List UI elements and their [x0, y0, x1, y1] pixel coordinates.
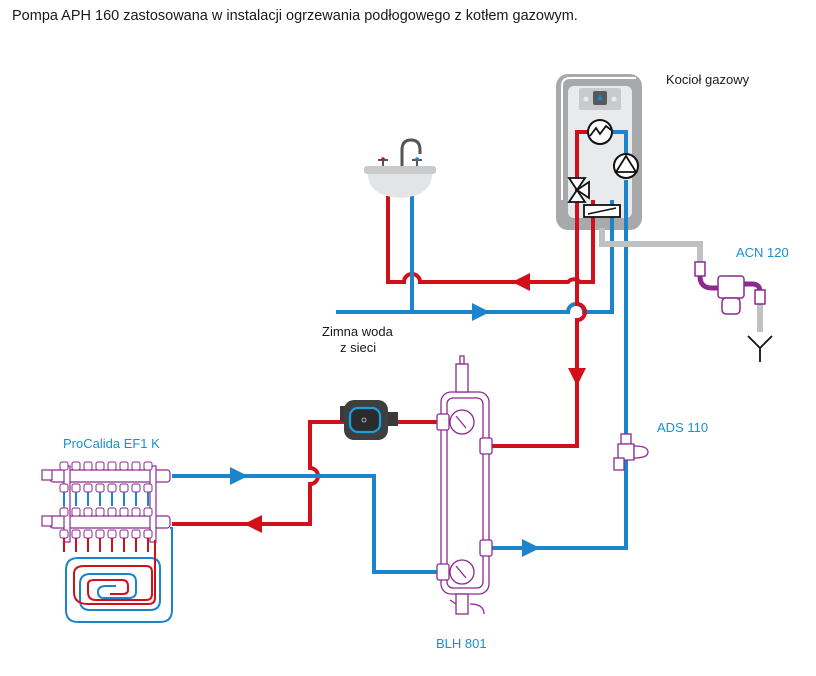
- washbasin-icon: [364, 138, 436, 198]
- manifold-valve: [119, 529, 129, 539]
- boiler-supply-arrow: [568, 368, 586, 386]
- circulation-pump-icon: [340, 400, 398, 440]
- manifold-valve: [143, 483, 153, 493]
- manifold-icon: [41, 465, 171, 543]
- neutralizer-icon: [694, 261, 766, 315]
- floor-return-pipe: [172, 474, 440, 574]
- manifold-valve: [83, 461, 93, 471]
- manifold-valve: [83, 529, 93, 539]
- manifold-valve: [59, 461, 69, 471]
- drain-icon: [747, 335, 773, 362]
- boiler-pump-icon: [613, 153, 639, 179]
- manifold-valve: [107, 461, 117, 471]
- manifold-valve: [107, 529, 117, 539]
- manifold-valve: [71, 507, 81, 517]
- manifold-valve: [59, 483, 69, 493]
- manifold-valve: [59, 507, 69, 517]
- mains-cold-arrow: [472, 303, 490, 321]
- condensate-pipe: [599, 228, 703, 268]
- manifold-valve: [71, 529, 81, 539]
- manifold-valve: [95, 483, 105, 493]
- manifold-valve: [143, 529, 153, 539]
- manifold-valve: [131, 507, 141, 517]
- boiler-supply-pipe: [490, 250, 587, 448]
- label-boiler: Kocioł gazowy: [666, 72, 750, 87]
- diagram-title: Pompa APH 160 zastosowana w instalacji o…: [12, 8, 578, 24]
- manifold-valve: [59, 529, 69, 539]
- manifold-valve: [119, 483, 129, 493]
- boiler-return-pipe: [490, 250, 628, 550]
- boiler-return-arrow: [522, 539, 540, 557]
- label-cold-water-2: z sieci: [340, 340, 377, 355]
- label-acn: ACN 120: [736, 245, 789, 260]
- manifold-valve: [83, 483, 93, 493]
- manifold-valve: [95, 507, 105, 517]
- label-ads: ADS 110: [657, 420, 709, 435]
- manifold-valve: [107, 483, 117, 493]
- label-manifold: ProCalida EF1 K: [63, 436, 160, 451]
- dirt-separator-icon: [613, 433, 649, 471]
- label-cold-water-1: Zimna woda: [322, 324, 393, 339]
- manifold-valves: [59, 461, 153, 552]
- manifold-valve: [107, 507, 117, 517]
- manifold-valve: [71, 461, 81, 471]
- manifold-valve: [131, 461, 141, 471]
- plate-exchanger-icon: [583, 204, 621, 218]
- floor-supply-pipe: [172, 420, 440, 526]
- three-way-valve-icon: [567, 177, 590, 203]
- manifold-valve: [143, 461, 153, 471]
- manifold-valve: [119, 461, 129, 471]
- manifold-valve: [95, 529, 105, 539]
- manifold-valve: [119, 507, 129, 517]
- manifold-valve: [95, 461, 105, 471]
- manifold-valve: [131, 483, 141, 493]
- heat-exchanger-icon: [587, 119, 613, 145]
- hydraulic-separator-icon: [436, 355, 493, 615]
- dhw-hot-arrow: [512, 273, 530, 291]
- manifold-valve: [143, 507, 153, 517]
- floor-return-arrow: [230, 467, 248, 485]
- manifold-valve: [83, 507, 93, 517]
- manifold-valve: [71, 483, 81, 493]
- floor-heating-coil-icon: [65, 527, 173, 623]
- label-blh: BLH 801: [436, 636, 487, 651]
- manifold-valve: [131, 529, 141, 539]
- floor-supply-arrow: [244, 515, 262, 533]
